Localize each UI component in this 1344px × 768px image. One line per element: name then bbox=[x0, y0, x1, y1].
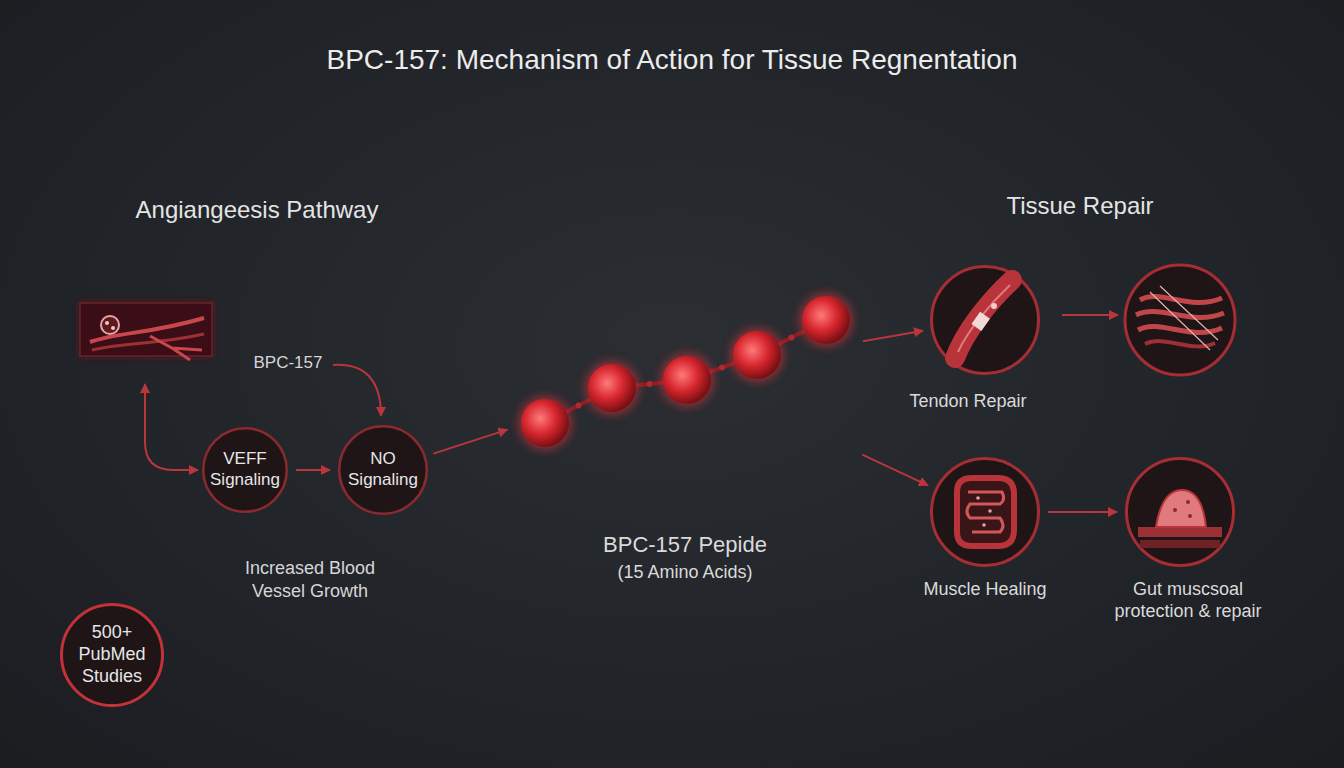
double-arrow bbox=[145, 384, 198, 470]
flow-arrow bbox=[863, 331, 923, 341]
intestine-icon bbox=[957, 478, 1014, 546]
mucosa-layer bbox=[1138, 527, 1222, 537]
ball-halo bbox=[660, 353, 714, 407]
circle-outline bbox=[932, 267, 1039, 374]
flow-arrow bbox=[862, 455, 928, 486]
node-outline bbox=[1125, 457, 1235, 567]
vessel-branch bbox=[150, 336, 202, 360]
fiber-line bbox=[1140, 297, 1222, 303]
node-text: 500+ PubMed Studies bbox=[70, 622, 154, 688]
flow-arrow bbox=[1048, 511, 1117, 513]
node-outline bbox=[515, 292, 855, 452]
signal-circle: VEFF Signaling bbox=[202, 427, 288, 513]
tendon-patch bbox=[971, 312, 989, 331]
circle-outline bbox=[1127, 459, 1234, 566]
circle-outline bbox=[932, 459, 1039, 566]
node-caption: (15 Amino Acids) bbox=[525, 562, 845, 584]
peptide-chain: BPC-157 Pepide(15 Amino Acids) bbox=[515, 292, 855, 452]
amino-acid-ball bbox=[521, 399, 569, 447]
intestine-dot bbox=[982, 523, 986, 527]
mucosa-dot bbox=[1188, 514, 1192, 518]
fiber-line bbox=[1145, 341, 1215, 346]
intestine-dot bbox=[976, 496, 980, 500]
diagram-title: BPC-157: Mechanism of Action for Tissue … bbox=[0, 44, 1344, 76]
ball-halo bbox=[799, 293, 853, 347]
amino-acid-ball bbox=[663, 356, 711, 404]
fiber-line bbox=[1138, 327, 1222, 333]
stat-circle: 500+ PubMed Studies bbox=[60, 603, 164, 707]
vessel-dot bbox=[105, 321, 109, 325]
signal-circle: NO Signaling bbox=[338, 425, 428, 515]
node-caption: Gut muscsoal protection & repair bbox=[1101, 579, 1276, 623]
mucosa-icon bbox=[1138, 490, 1222, 548]
circle-outline bbox=[62, 605, 163, 706]
text-label: BPC-157 bbox=[233, 352, 343, 373]
amino-acid-ball bbox=[733, 331, 781, 379]
chain-dot bbox=[647, 381, 653, 387]
tendon-band bbox=[955, 280, 1012, 358]
tendon-icon bbox=[955, 280, 1012, 358]
node-caption: BPC-157 Pepide bbox=[525, 532, 845, 559]
node-text: VEFF Signaling bbox=[205, 449, 285, 490]
mucosa-layer bbox=[1140, 540, 1220, 548]
tendon-dot bbox=[991, 303, 997, 309]
circle-outline bbox=[203, 428, 287, 512]
repair-circle: Gut muscsoal protection & repair bbox=[1125, 457, 1235, 567]
intestine-dot bbox=[988, 509, 992, 513]
ball-halo bbox=[518, 396, 572, 450]
mucosa-dot bbox=[1186, 500, 1190, 504]
repair-circle: Muscle Healing bbox=[930, 457, 1040, 567]
vessel-icon bbox=[80, 303, 212, 360]
fiber-circle bbox=[1125, 265, 1235, 375]
curved-arrow bbox=[333, 365, 381, 416]
text-label: Increased Blood Vessel Growth bbox=[235, 557, 385, 602]
node-caption: Tendon Repair bbox=[883, 391, 1053, 413]
fiber-icon bbox=[1136, 286, 1224, 350]
amino-acid-ball bbox=[802, 296, 850, 344]
flow-arrow bbox=[296, 469, 330, 471]
tendon-fiber bbox=[958, 285, 1010, 352]
intestine-outline bbox=[957, 478, 1014, 546]
text-label: Angiangeesis Pathway bbox=[87, 195, 427, 225]
amino-acid-ball bbox=[588, 364, 636, 412]
node-outline bbox=[930, 265, 1040, 375]
fiber-strand bbox=[1150, 286, 1218, 350]
mucosa-dot bbox=[1173, 508, 1177, 512]
circle-outline bbox=[339, 426, 427, 514]
chain-dot bbox=[576, 403, 582, 409]
chain-dot bbox=[719, 365, 725, 371]
node-outline bbox=[930, 457, 1040, 567]
ball-halo bbox=[730, 328, 784, 382]
chain-dot bbox=[789, 335, 795, 341]
flow-arrow bbox=[433, 430, 507, 454]
vessel-dot bbox=[111, 326, 115, 330]
mucosa-bump bbox=[1156, 490, 1206, 527]
text-label: Tissue Repair bbox=[950, 191, 1210, 221]
node-text: NO Signaling bbox=[343, 449, 423, 490]
fiber-line bbox=[1136, 312, 1224, 318]
ball-halo bbox=[585, 361, 639, 415]
vessel-cell bbox=[101, 316, 119, 334]
repair-circle: Tendon Repair bbox=[930, 265, 1040, 375]
intestine-loop bbox=[967, 492, 1004, 532]
node-caption: Muscle Healing bbox=[900, 579, 1070, 601]
flow-arrow bbox=[1062, 314, 1118, 316]
